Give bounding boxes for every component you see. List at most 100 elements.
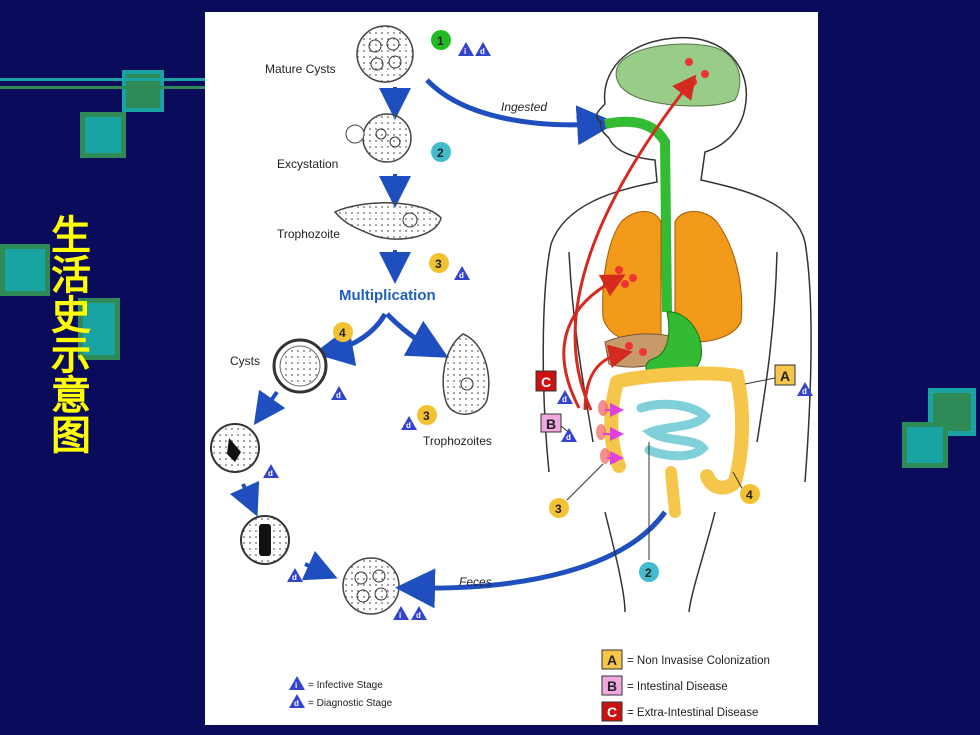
svg-text:A: A [780, 368, 790, 384]
label-cysts: Cysts [230, 354, 260, 368]
label-ingested: Ingested [501, 100, 547, 114]
label-trophozoite: Trophozoite [277, 227, 340, 241]
legend-c: = Extra-Intestinal Disease [627, 707, 758, 719]
badge-3 [417, 405, 437, 425]
label-multiplication: Multiplication [339, 287, 436, 304]
legend-infective-stage: = Infective Stage [308, 680, 383, 691]
svg-text:d: d [406, 421, 411, 430]
infective-triangle-icon [458, 42, 474, 56]
svg-text:3: 3 [435, 257, 442, 271]
diagnostic-triangle-icon [289, 694, 305, 708]
badge-2 [431, 142, 451, 162]
deco-line [0, 86, 205, 89]
svg-text:d: d [294, 699, 299, 708]
diagnostic-triangle-icon [263, 464, 279, 478]
svg-text:d: d [802, 387, 807, 396]
cycle-arrow [313, 312, 388, 367]
diagnostic-triangle-icon [797, 382, 813, 396]
svg-text:2: 2 [645, 566, 652, 580]
site-box-a [774, 364, 796, 386]
feces-arrow [395, 510, 668, 609]
ingested-arrow [425, 78, 617, 146]
mature-cyst-cell [356, 25, 414, 83]
svg-text:B: B [546, 416, 556, 432]
site-box-b [540, 413, 562, 433]
svg-text:d: d [416, 611, 421, 620]
infective-triangle-icon [289, 676, 305, 690]
rectum [665, 466, 681, 518]
deco-square [902, 422, 948, 468]
svg-text:i: i [399, 611, 401, 620]
badge-4 [333, 322, 353, 342]
slide-title: 生活史示意图 [44, 214, 90, 454]
legend: i = Infective Stage d = Diagnostic Stage… [289, 649, 770, 722]
svg-text:4: 4 [746, 488, 753, 502]
path-to-liver [583, 344, 633, 411]
svg-text:3: 3 [423, 409, 430, 423]
deco-square [928, 388, 976, 436]
cyst-cell [272, 338, 328, 394]
deco-square [122, 70, 164, 112]
passed-cyst-cell [342, 557, 400, 615]
svg-text:2: 2 [437, 146, 444, 160]
svg-text:d: d [459, 271, 464, 280]
svg-text:i: i [295, 681, 297, 690]
svg-text:C: C [541, 374, 551, 390]
svg-text:d: d [336, 391, 341, 400]
esophagus [604, 116, 672, 313]
body-badge-3 [549, 498, 569, 518]
badge-3 [429, 253, 449, 273]
cyst-maturation-cell [210, 423, 260, 473]
legend-diagnostic-stage: = Diagnostic Stage [308, 698, 393, 709]
svg-text:d: d [292, 573, 297, 582]
label-excystation: Excystation [277, 157, 338, 171]
diagnostic-triangle-icon [411, 606, 427, 620]
cyst-maturation-cell [240, 515, 290, 565]
deco-square [0, 244, 50, 296]
badge-1 [431, 30, 451, 50]
svg-text:d: d [566, 433, 571, 442]
cycle-arrow [229, 480, 260, 517]
legend-b: = Intestinal Disease [627, 681, 728, 693]
diagnostic-triangle-icon [331, 386, 347, 400]
deco-square [80, 112, 126, 158]
trophozoite-cell [333, 202, 442, 240]
deco-line [0, 78, 205, 81]
diagnostic-triangle-icon [454, 266, 470, 280]
svg-text:C: C [607, 704, 617, 720]
badge-1-text: 1 [437, 34, 444, 48]
svg-text:d: d [480, 47, 485, 56]
svg-text:i: i [464, 47, 466, 56]
site-box-c [535, 370, 557, 392]
trophozoites-cell [442, 333, 490, 415]
legend-a: = Non Invasise Colonization [627, 655, 770, 667]
label-feces: Feces [459, 575, 492, 589]
infective-triangle-icon [393, 606, 409, 620]
cycle-arrow [385, 312, 449, 358]
small-intestine [636, 399, 712, 461]
label-mature-cysts: Mature Cysts [265, 62, 336, 76]
human-body-outline [542, 37, 812, 613]
diagnostic-triangle-icon [401, 416, 417, 430]
diagnostic-triangle-icon [557, 390, 573, 404]
path-to-lung [562, 274, 626, 409]
diagnostic-triangle-icon [475, 42, 491, 56]
cycle-arrow [253, 389, 286, 426]
diagnostic-triangle-icon [287, 568, 303, 582]
svg-text:B: B [607, 678, 617, 694]
cycle-arrow [301, 550, 338, 581]
label-trophozoites: Trophozoites [423, 434, 492, 448]
svg-text:A: A [607, 652, 617, 668]
svg-text:d: d [268, 469, 273, 478]
body-badge-4 [740, 484, 760, 504]
excystation-cell [345, 113, 412, 163]
svg-text:d: d [562, 395, 567, 404]
svg-text:3: 3 [555, 502, 562, 516]
deco-square [78, 298, 120, 360]
life-cycle-diagram: Mature Cysts 1 i d Excystation 2 Trophoz… [205, 12, 818, 725]
lung-right [674, 211, 743, 343]
path-to-brain [573, 74, 697, 411]
body-badge-2 [639, 562, 659, 582]
svg-text:4: 4 [339, 326, 346, 340]
diagnostic-triangle-icon [561, 428, 577, 442]
